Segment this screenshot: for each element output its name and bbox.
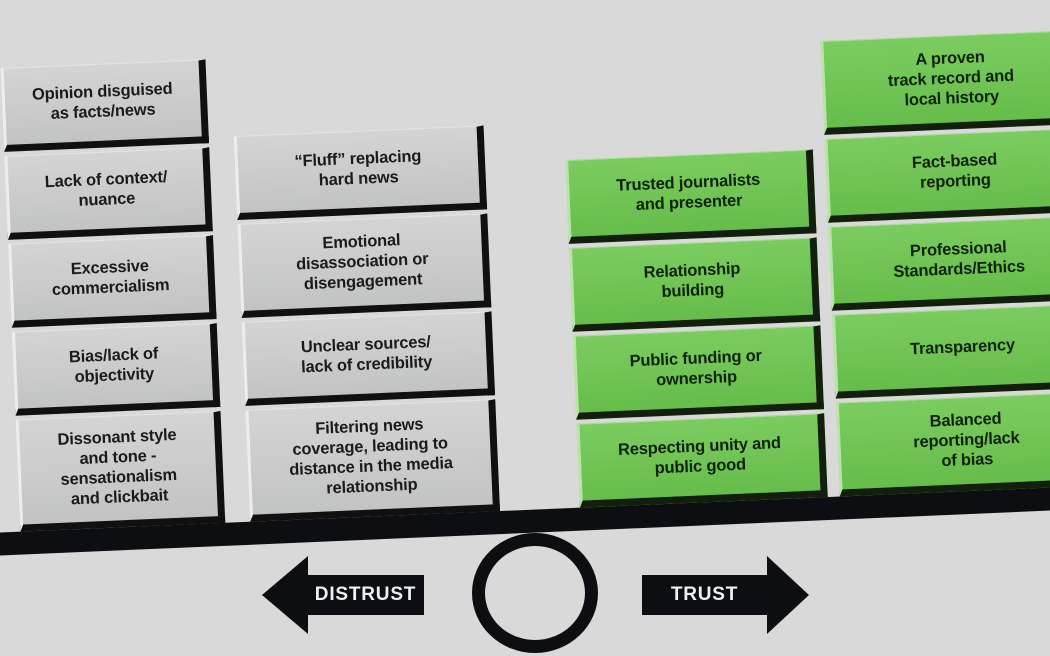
box-label: A proven track record and local history [887, 48, 1015, 110]
box-label: Dissonant style and tone - sensationalis… [57, 426, 178, 509]
distrust-box: Dissonant style and tone - sensationalis… [15, 410, 226, 532]
trust-box: A proven track record and local history [820, 29, 1050, 135]
distrust-box: “Fluff” replacing hard news [233, 125, 488, 221]
trust-arrow: TRUST [642, 556, 809, 634]
distrust-arrow: DISTRUST [262, 556, 424, 634]
box-label: Filtering news coverage, leading to dist… [288, 415, 454, 498]
distrust-box: Bias/lack of objectivity [11, 323, 221, 416]
box-label: Fact-based reporting [911, 150, 998, 192]
trust-arrow-body: TRUST [642, 575, 767, 615]
trust-label: TRUST [670, 584, 739, 605]
box-label: Professional Standards/Ethics [892, 238, 1026, 282]
box-label: Public funding or ownership [629, 346, 763, 390]
box-label: Transparency [909, 336, 1016, 359]
trust-box: Relationship building [568, 237, 821, 332]
box-label: Balanced reporting/lack of bias [912, 409, 1020, 471]
trust-box: Balanced reporting/lack of bias [835, 391, 1050, 497]
distrust-label: DISTRUST [314, 584, 417, 605]
right-arrowhead-icon [767, 556, 809, 634]
trust-column-2: A proven track record and local history … [820, 29, 1050, 497]
distrust-column-2: “Fluff” replacing hard news Emotional di… [233, 125, 501, 522]
distrust-box: Unclear sources/ lack of credibility [241, 311, 496, 406]
box-label: Opinion disguised as facts/news [31, 79, 173, 123]
trust-box: Respecting unity and public good [576, 413, 828, 508]
trust-box: Public funding or ownership [572, 325, 824, 420]
box-label: Lack of context/ nuance [44, 168, 168, 210]
trust-box: Fact-based reporting [824, 127, 1050, 223]
fulcrum-circle-icon [472, 533, 598, 653]
trust-box: Professional Standards/Ethics [828, 215, 1050, 311]
distrust-box: Emotional disassociation or disengagemen… [237, 213, 492, 318]
box-label: Relationship building [643, 259, 741, 301]
distrust-box: Opinion disguised as facts/news [0, 59, 210, 152]
left-arrowhead-icon [262, 556, 308, 634]
box-label: Trusted journalists and presenter [615, 170, 761, 214]
distrust-column-1: Opinion disguised as facts/news Lack of … [0, 59, 226, 532]
box-label: “Fluff” replacing hard news [294, 147, 422, 190]
distrust-box: Lack of context/ nuance [4, 147, 213, 240]
trust-box: Trusted journalists and presenter [565, 149, 817, 244]
trust-box: Transparency [831, 303, 1050, 399]
distrust-arrow-body: DISTRUST [307, 575, 424, 615]
distrust-box: Excessive commercialism [8, 235, 217, 328]
trust-column-1: Trusted journalists and presenter Relati… [565, 149, 828, 508]
box-label: Unclear sources/ lack of credibility [300, 333, 433, 377]
box-label: Respecting unity and public good [617, 434, 782, 478]
box-label: Emotional disassociation or disengagemen… [295, 231, 429, 294]
distrust-box: Filtering news coverage, leading to dist… [245, 399, 501, 522]
box-label: Excessive commercialism [51, 257, 170, 300]
box-label: Bias/lack of objectivity [68, 344, 159, 387]
